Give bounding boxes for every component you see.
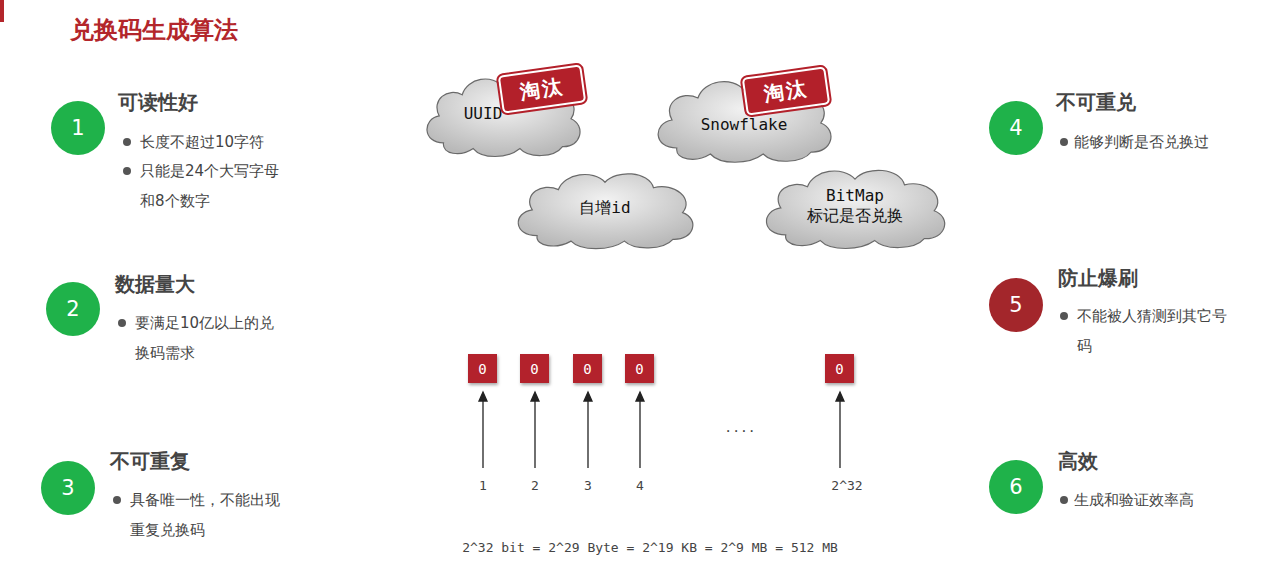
bullet-text: 只能是24个大写字母 和8个数字 [140, 156, 290, 216]
node-text: BitMap [826, 186, 884, 206]
note-text: 2^32 bit = 2^29 Byte = 2^19 KB = 2^9 MB … [462, 540, 838, 555]
callout-number: 6 [1009, 475, 1022, 499]
stamp-text: 淘汰 [518, 73, 565, 106]
number-circle: 6 [989, 460, 1043, 514]
node-text: 0 [530, 361, 538, 377]
item-heading: 不可重复 [110, 448, 190, 475]
idea-cloud: BitMap标记是否兑换 [756, 158, 954, 254]
corner-bar [0, 0, 4, 22]
item-heading: 不可重兑 [1056, 89, 1136, 116]
bullet-text: 具备唯一性，不能出现 重复兑换码 [130, 485, 305, 545]
node-text: 自增id [579, 198, 630, 218]
node-text: 0 [835, 361, 843, 377]
item-heading: 防止爆刷 [1058, 265, 1138, 292]
idea-cloud: UUID 淘汰 [418, 66, 588, 162]
bullet-text: 不能被人猜测到其它号 码 [1077, 301, 1235, 361]
node-text: 0 [478, 361, 486, 377]
note-text: 2^32 [831, 478, 862, 493]
note-text: 1 [479, 478, 487, 493]
callout-number: 5 [1009, 293, 1022, 317]
number-circle: 2 [46, 282, 100, 336]
bullet-dots [113, 138, 1068, 504]
node-text: UUID [464, 104, 503, 124]
node-text: 0 [583, 361, 591, 377]
bit-cell: 0 [468, 354, 497, 383]
note-text: .... [724, 420, 755, 435]
page-title: 兑换码生成算法 [70, 14, 238, 46]
note-text: 4 [636, 478, 644, 493]
bit-cell: 0 [573, 354, 602, 383]
callout-number: 2 [66, 297, 79, 321]
number-circle: 3 [41, 461, 95, 515]
stamp-text: 淘汰 [762, 75, 809, 108]
item-heading: 可读性好 [118, 89, 198, 116]
idea-cloud: 自增id [508, 162, 702, 254]
bit-cell: 0 [825, 354, 854, 383]
bullet-text: 能够判断是否兑换过 [1074, 127, 1274, 157]
item-heading: 高效 [1058, 448, 1098, 475]
node-text: Snowflake [701, 115, 788, 135]
number-circle: 5 [989, 278, 1043, 332]
number-circle: 1 [51, 101, 105, 155]
callout-number: 4 [1009, 116, 1022, 140]
number-circle: 4 [989, 101, 1043, 155]
note-text: 3 [584, 478, 592, 493]
pointer-arrows [479, 392, 844, 468]
bit-cell: 0 [625, 354, 654, 383]
bullet-text: 生成和验证效率高 [1074, 485, 1274, 515]
node-text: 0 [635, 361, 643, 377]
note-text: 2 [531, 478, 539, 493]
item-heading: 数据量大 [115, 271, 195, 298]
bullet-text: 要满足10亿以上的兑 换码需求 [135, 308, 300, 368]
bit-cell: 0 [520, 354, 549, 383]
callout-number: 1 [71, 116, 84, 140]
callout-number: 3 [61, 476, 74, 500]
bullet-text: 长度不超过10字符 [140, 127, 340, 157]
node-text: 标记是否兑换 [807, 206, 903, 226]
idea-cloud: Snowflake 淘汰 [648, 68, 840, 168]
